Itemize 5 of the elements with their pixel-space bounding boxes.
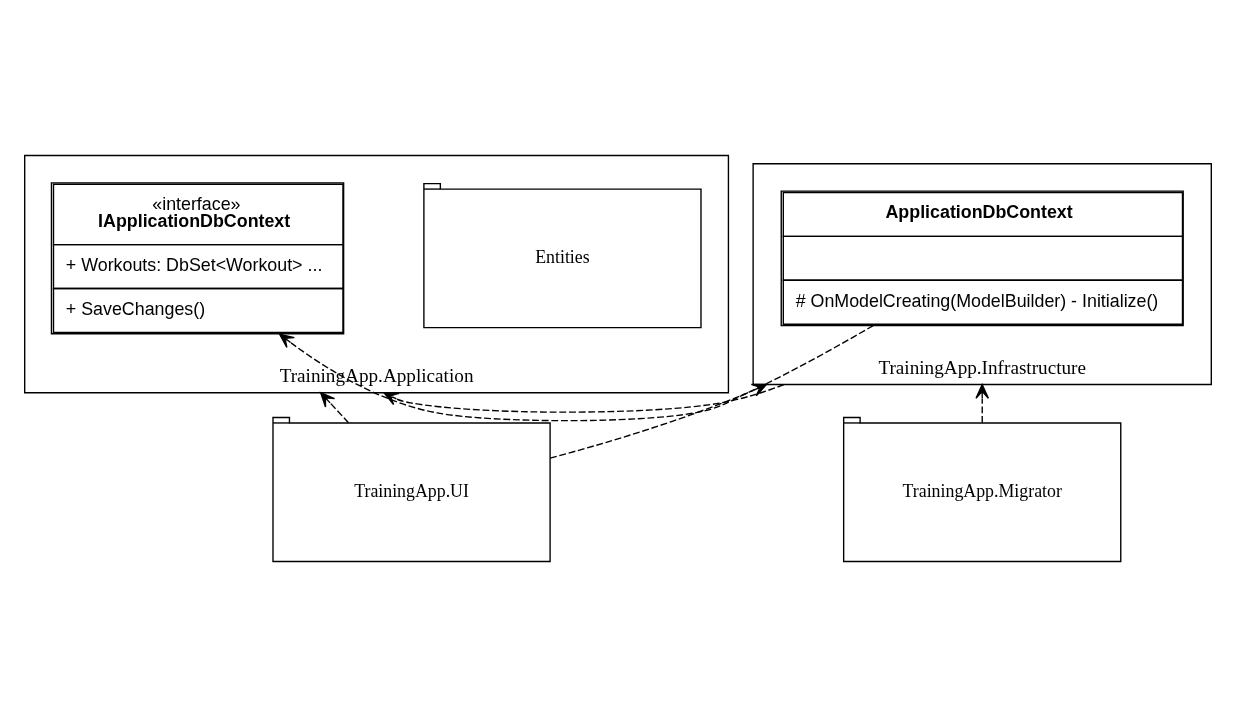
arrow: [549, 383, 768, 459]
arrow: [278, 324, 874, 422]
arrow: [320, 392, 350, 424]
arrow: [383, 383, 785, 413]
arrow: [975, 383, 990, 424]
